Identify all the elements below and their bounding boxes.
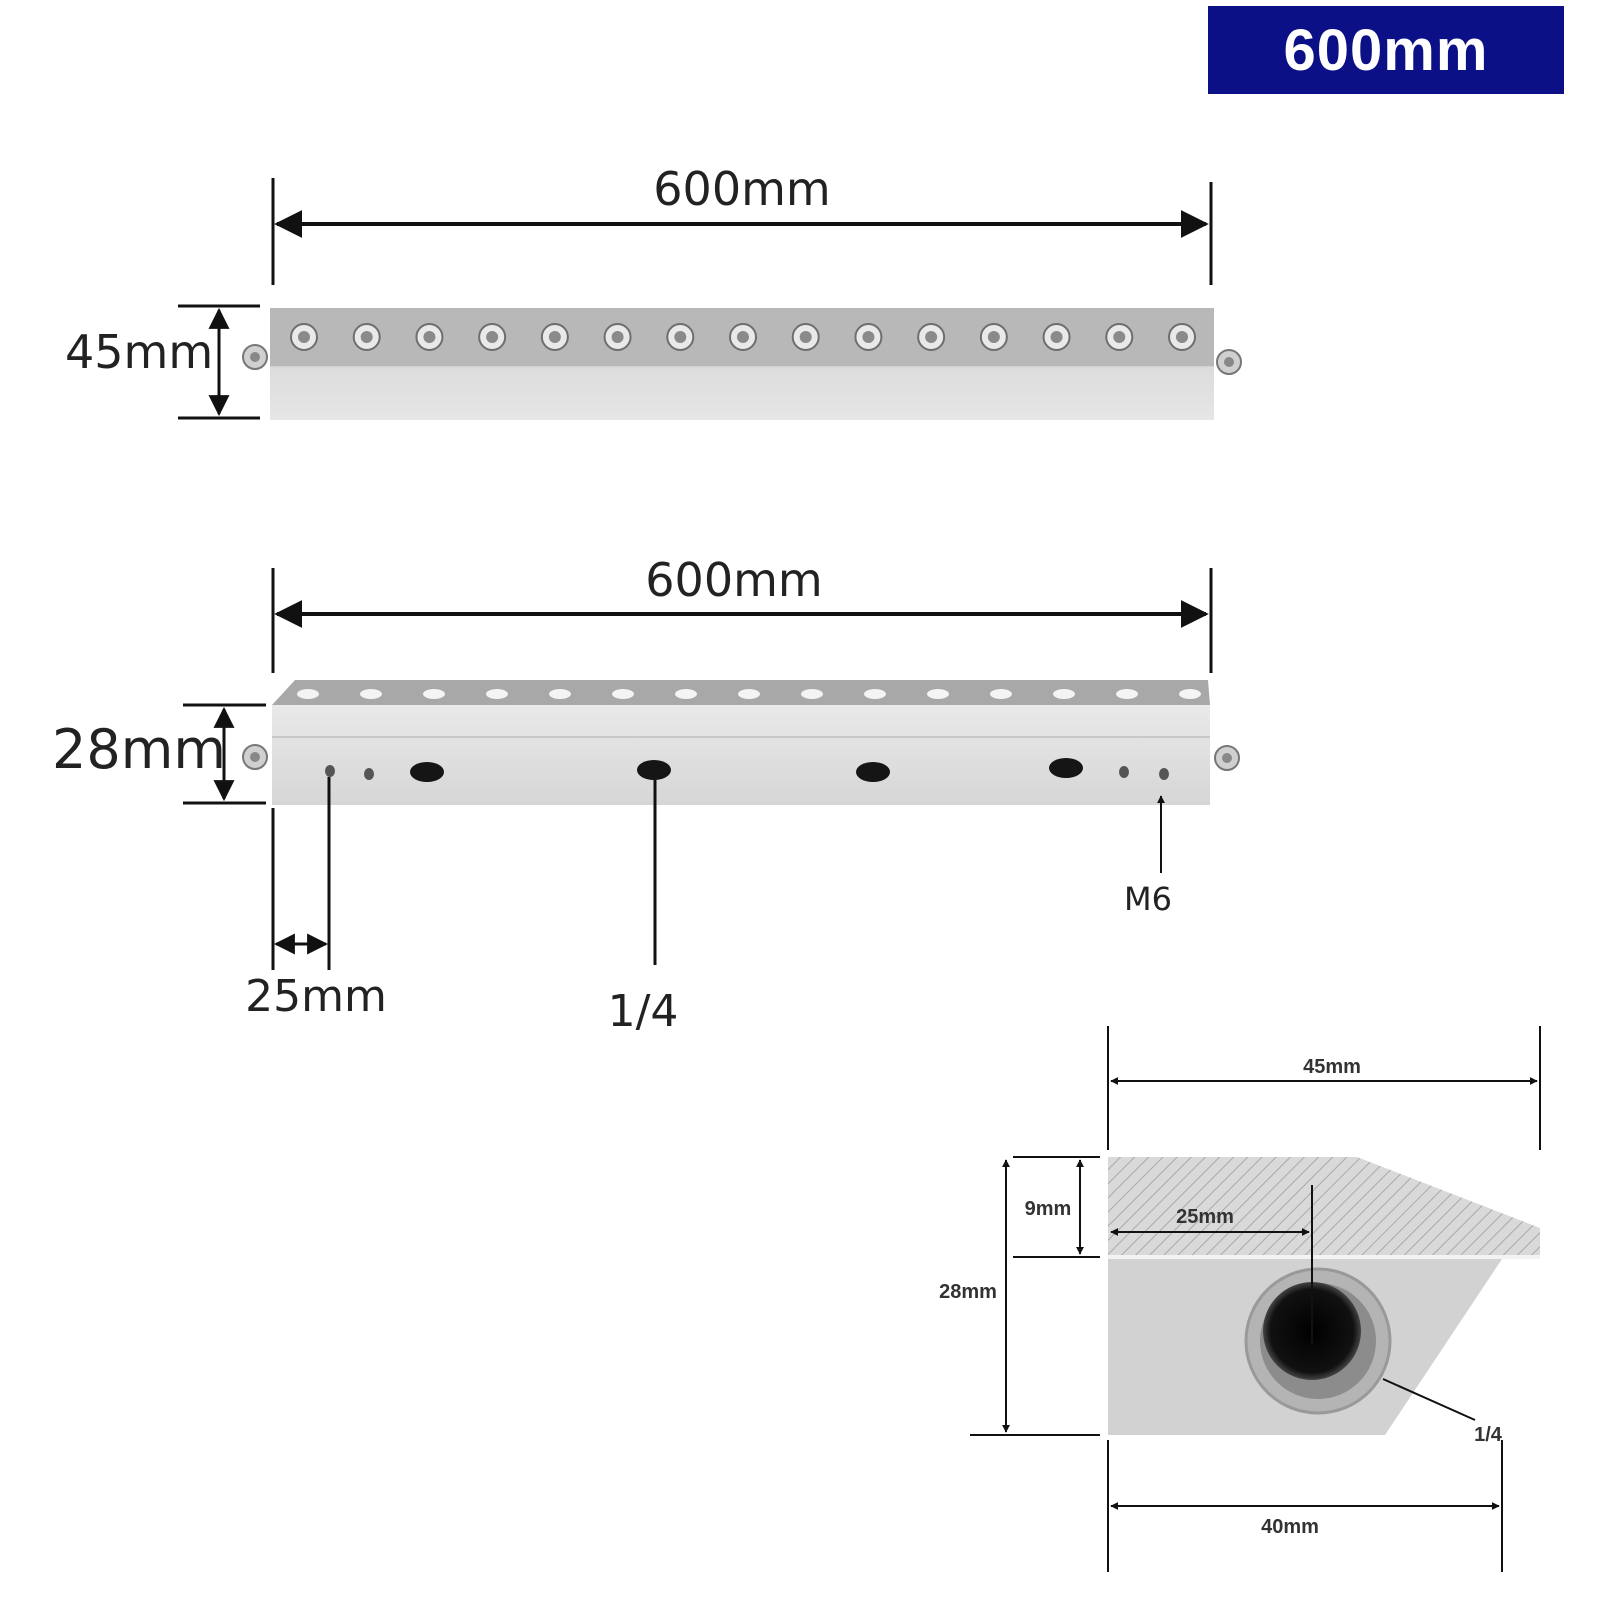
- side-top-hole: [927, 689, 949, 699]
- top-hole: [1105, 323, 1134, 351]
- side-top-hole: [360, 689, 382, 699]
- title-badge-text: 600mm: [1283, 17, 1489, 83]
- side-end-knob-right: [1214, 745, 1240, 771]
- side-bar-body: [272, 705, 1210, 805]
- m6-hole: [364, 768, 374, 780]
- m6-hole: [1119, 766, 1129, 778]
- side-top-hole: [675, 689, 697, 699]
- side-top-hole: [612, 689, 634, 699]
- side-top-hole: [738, 689, 760, 699]
- quarter-inch-hole: [410, 762, 444, 782]
- side-height-label: 28mm: [52, 718, 226, 781]
- top-end-knob-right: [1216, 349, 1242, 375]
- side-top-hole: [423, 689, 445, 699]
- cs-base-label: 40mm: [1261, 1516, 1319, 1538]
- side-face-holes: [325, 758, 1169, 782]
- side-top-hole: [486, 689, 508, 699]
- m6-hole: [1159, 768, 1169, 780]
- top-hole: [666, 323, 695, 351]
- top-hole: [540, 323, 569, 351]
- cs-thread-label: 1/4: [1474, 1424, 1503, 1446]
- top-hole: [979, 323, 1008, 351]
- side-top-hole: [864, 689, 886, 699]
- quarter-inch-hole: [1049, 758, 1083, 778]
- m6-label: M6: [1124, 880, 1172, 918]
- top-hole: [415, 323, 444, 351]
- edge-offset-label: 25mm: [245, 971, 387, 1022]
- top-holes: [290, 323, 1196, 351]
- quarter-inch-hole: [637, 760, 671, 780]
- cs-width-label: 45mm: [1303, 1056, 1361, 1078]
- top-length-label: 600mm: [653, 162, 830, 216]
- top-hole: [1042, 323, 1071, 351]
- side-top-hole: [1179, 689, 1201, 699]
- top-hole: [1168, 323, 1196, 351]
- side-top-hole: [990, 689, 1012, 699]
- quarter-inch-label: 1/4: [608, 986, 679, 1037]
- cs-top-flange: [1108, 1157, 1540, 1255]
- top-width-label: 45mm: [65, 325, 213, 379]
- title-badge: 600mm: [1208, 6, 1564, 94]
- cs-thickness-label: 9mm: [1025, 1198, 1072, 1220]
- side-end-knob-left: [242, 744, 268, 770]
- side-top-hole: [549, 689, 571, 699]
- m6-hole: [325, 765, 335, 777]
- top-hole: [791, 323, 820, 351]
- cs-hole-offset-label: 25mm: [1176, 1206, 1234, 1228]
- top-hole: [352, 323, 381, 351]
- top-hole: [917, 323, 946, 351]
- quarter-inch-hole: [856, 762, 890, 782]
- cross-section: 45mm 25mm 28mm 9mm 1/4 40mm: [939, 1026, 1541, 1572]
- top-view: 600mm 45mm: [65, 162, 1242, 420]
- cs-thread-leader: [1382, 1378, 1476, 1421]
- top-hole: [603, 323, 632, 351]
- side-view: 600mm 28mm 25mm: [52, 553, 1240, 1037]
- side-length-label: 600mm: [645, 553, 822, 607]
- side-top-holes: [297, 689, 1201, 699]
- top-hole: [854, 323, 883, 351]
- top-hole: [290, 323, 318, 351]
- top-hole: [729, 323, 757, 351]
- cs-height-label: 28mm: [939, 1281, 997, 1303]
- side-top-hole: [297, 689, 319, 699]
- side-top-hole: [801, 689, 823, 699]
- side-top-hole: [1053, 689, 1075, 699]
- top-end-knob-left: [242, 344, 268, 370]
- top-hole: [478, 323, 507, 351]
- side-top-hole: [1116, 689, 1138, 699]
